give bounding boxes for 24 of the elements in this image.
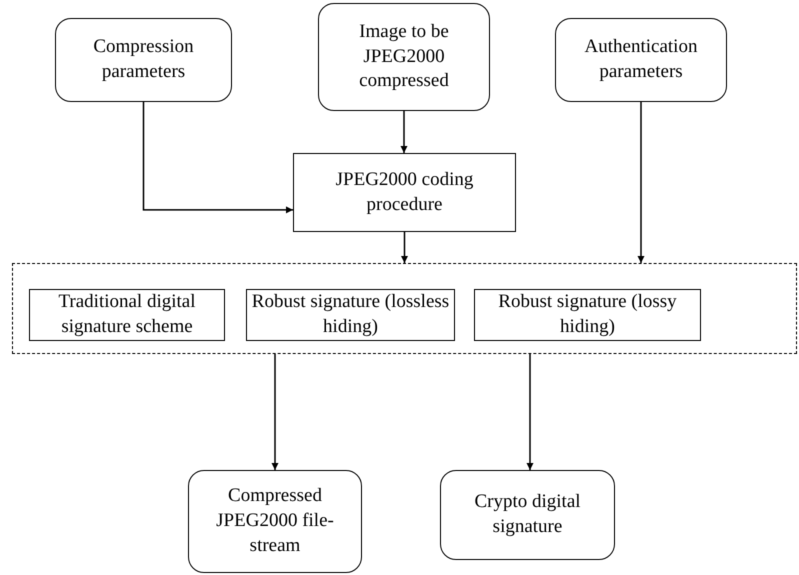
- rounded-box: [188, 470, 362, 573]
- arrow: [401, 232, 408, 263]
- process-box: [29, 289, 225, 341]
- process-box: [474, 289, 701, 341]
- arrow: [526, 354, 534, 470]
- box-label: Robust signature (lossless hiding): [250, 290, 450, 339]
- box-label: Traditional digital signature scheme: [57, 290, 197, 339]
- box-label: JPEG2000 coding procedure: [334, 168, 474, 216]
- arrow: [638, 102, 644, 263]
- rounded-box: [440, 470, 615, 560]
- box-label: Image to be JPEG2000 compressed: [358, 20, 450, 94]
- rounded-box: [318, 3, 490, 111]
- box-label: Compression parameters: [92, 35, 195, 84]
- rounded-box: [55, 18, 232, 102]
- box-label: Compressed JPEG2000 file-stream: [215, 484, 335, 558]
- arrow: [142, 102, 293, 214]
- box-label: Robust signature (lossy hiding): [497, 290, 678, 339]
- dashed-group-box: [12, 263, 797, 354]
- arrow: [400, 111, 408, 153]
- box-label: Crypto digital signature: [473, 490, 582, 539]
- arrow: [272, 354, 278, 470]
- process-box: [293, 153, 516, 232]
- box-label: Authentication parameters: [584, 35, 698, 84]
- rounded-box: [555, 18, 727, 102]
